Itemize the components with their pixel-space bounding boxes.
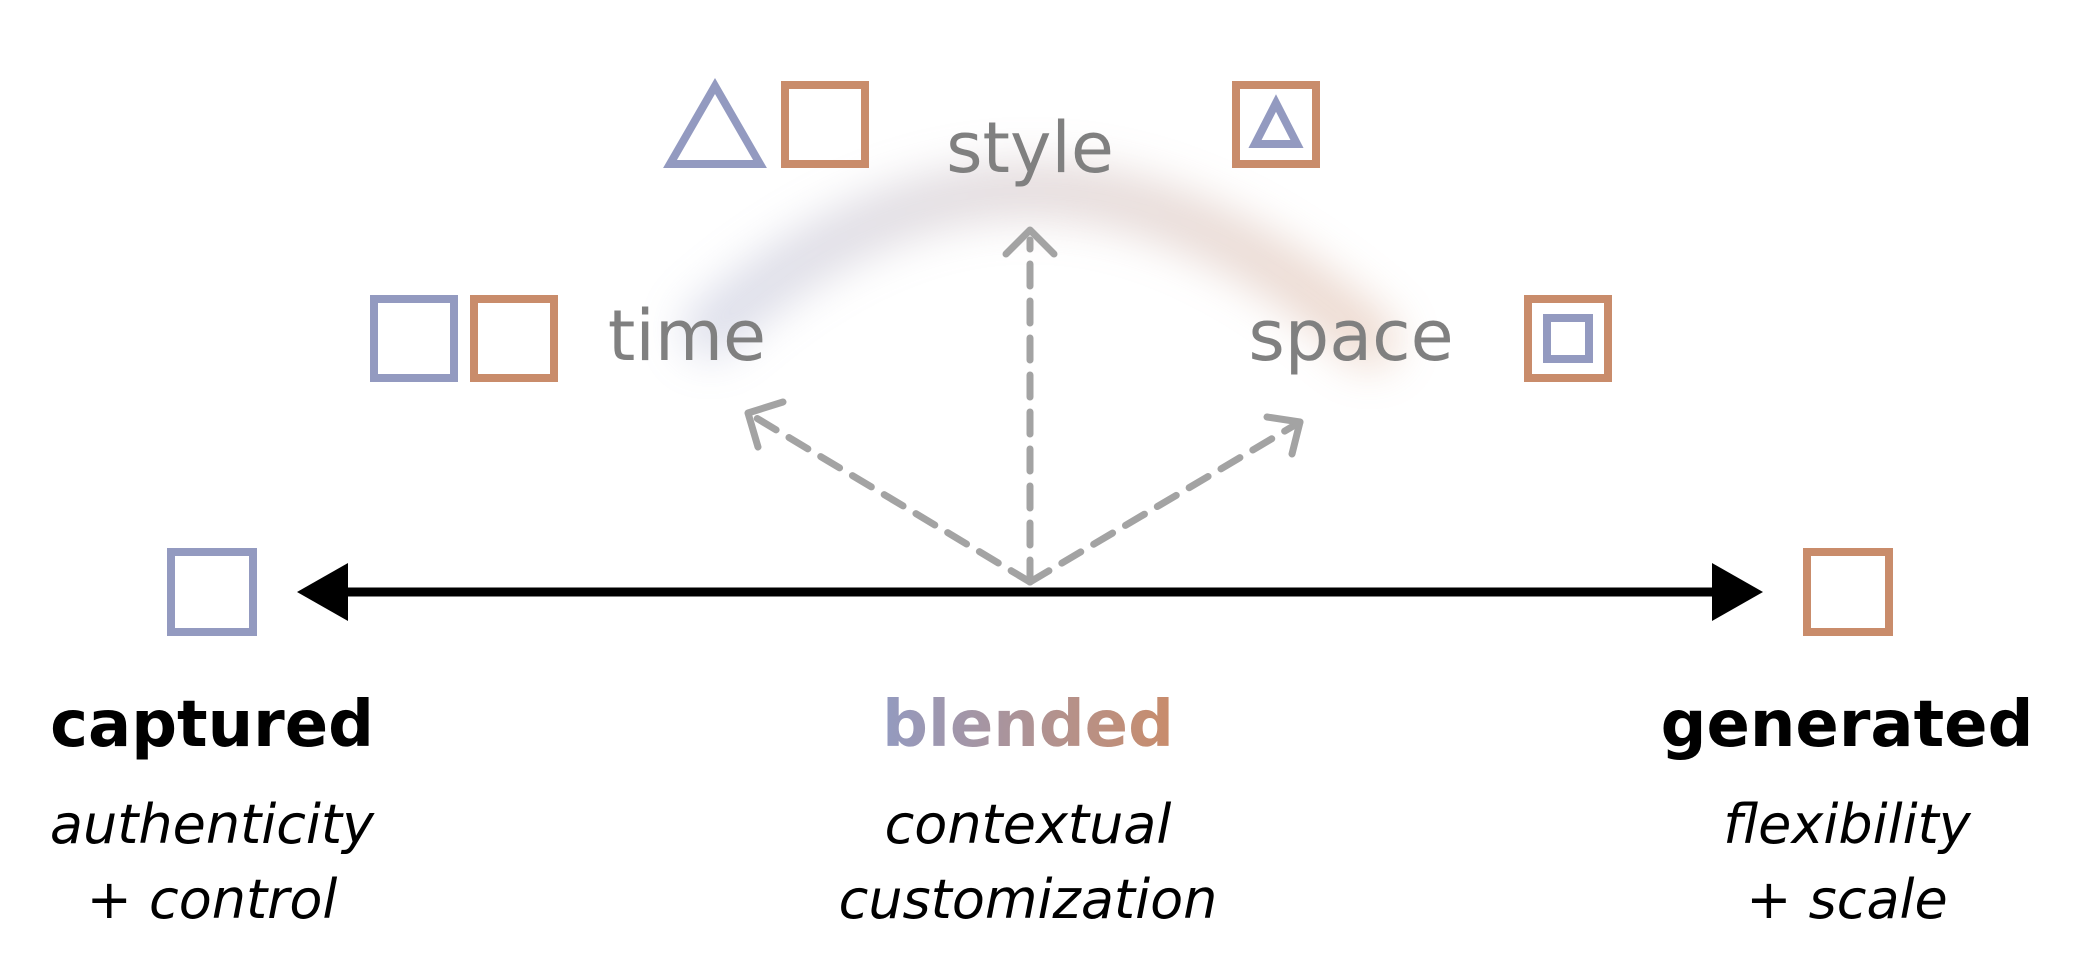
captured-label: captured: [50, 688, 374, 762]
arrow-head-time: [744, 398, 787, 451]
generated-square-icon: [470, 295, 558, 382]
blend-glow-arc: [682, 162, 1398, 368]
square-in-square-icon: [1524, 295, 1612, 382]
captured-triangle-icon: [663, 77, 767, 168]
generated-square-icon: [781, 81, 869, 168]
dimension-label-time: time: [608, 295, 766, 377]
triangle-in-square-icon: [1232, 81, 1320, 168]
blended-label: blended: [882, 688, 1174, 762]
arrow-head-style: [1002, 226, 1058, 258]
captured-sub-authenticity: authenticity: [50, 793, 375, 856]
generated-label: generated: [1661, 688, 2034, 762]
generated-sub-flexibility: flexibility: [1723, 793, 1972, 856]
spectrum-axis: [297, 563, 1763, 621]
arrow-head-space: [1263, 413, 1304, 458]
captured-square-icon: [370, 295, 458, 382]
axis-arrow-left: [297, 563, 348, 621]
arrow-to-time: [744, 409, 1034, 586]
generated-sub-scale: + scale: [1746, 868, 1948, 931]
arrow-to-space: [1026, 418, 1304, 586]
captured-sub-control: + control: [87, 868, 338, 931]
dimension-label-space: space: [1248, 295, 1453, 377]
blended-sub-contextual: contextual: [885, 793, 1172, 856]
generated-square-icon: [1803, 548, 1893, 636]
captured-square-icon: [167, 548, 257, 636]
dimension-arrows: [744, 226, 1304, 586]
blended-sub-customization: customization: [839, 868, 1218, 931]
axis-arrow-right: [1712, 563, 1763, 621]
dimension-label-style: style: [946, 107, 1114, 189]
